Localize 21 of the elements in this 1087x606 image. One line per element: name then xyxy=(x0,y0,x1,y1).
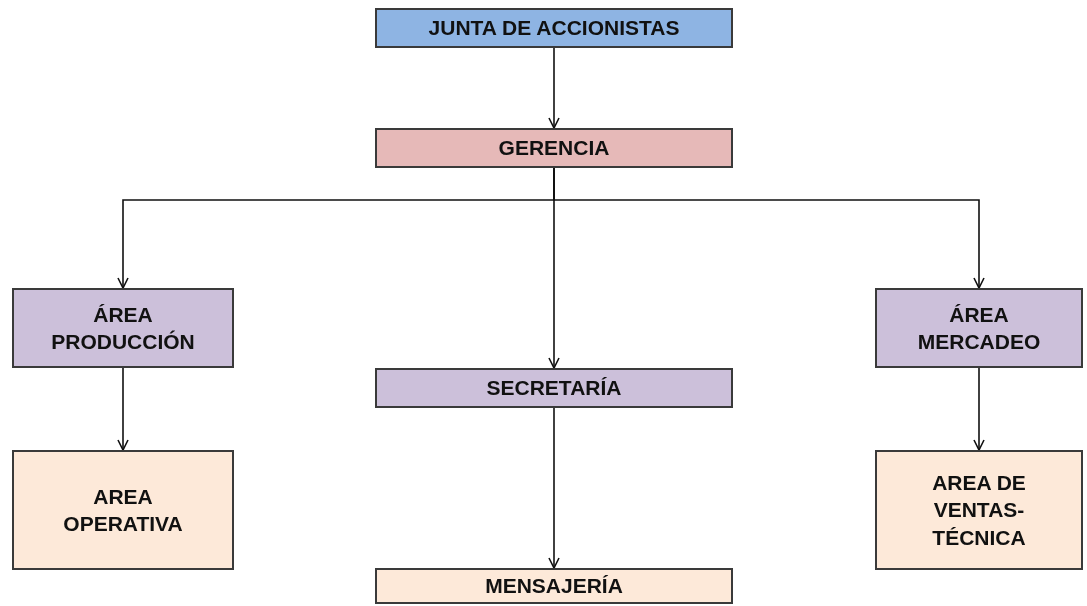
box-label: JUNTA DE ACCIONISTAS xyxy=(427,15,681,42)
org-box xyxy=(375,8,733,48)
org-box xyxy=(875,288,1083,368)
box-label: ÁREA MERCADEO xyxy=(916,301,1042,355)
org-box xyxy=(375,568,733,604)
arrow xyxy=(117,367,129,451)
box-label: GERENCIA xyxy=(497,135,611,162)
org-box xyxy=(12,288,234,368)
box-label: AREA DE VENTAS- TÉCNICA xyxy=(931,470,1027,551)
org-box xyxy=(875,450,1083,570)
arrow xyxy=(973,367,985,451)
org-box xyxy=(12,450,234,570)
box-label: ÁREA PRODUCCIÓN xyxy=(50,301,196,355)
org-box xyxy=(375,128,733,168)
box-label: MENSAJERÍA xyxy=(484,573,624,600)
arrow xyxy=(548,407,560,569)
org-box xyxy=(375,368,733,408)
arrow xyxy=(548,47,560,129)
arrow xyxy=(553,167,985,289)
box-label: SECRETARÍA xyxy=(485,375,623,402)
box-label: AREA OPERATIVA xyxy=(62,483,184,537)
